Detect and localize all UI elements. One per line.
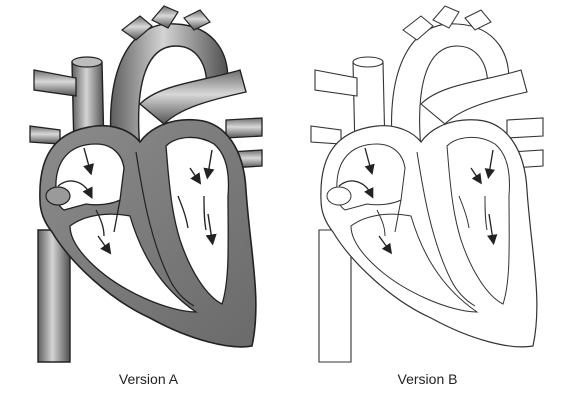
- heart-illustration-shaded: [0, 0, 281, 365]
- coronary-sinus: [327, 187, 351, 205]
- heart-diagram-version-a: Version A: [0, 0, 281, 393]
- heart-illustration-outline: [281, 0, 562, 365]
- pulmonary-vein-lower-left: [30, 126, 60, 144]
- pulmonary-trunk: [140, 70, 246, 124]
- superior-vena-cava-opening: [353, 57, 383, 67]
- pulmonary-vein-upper-right: [226, 118, 262, 138]
- version-a-caption: Version A: [8, 371, 289, 387]
- pulmonary-vein-lower-left: [311, 126, 341, 144]
- heart-diagram-version-b: Version B: [281, 0, 562, 393]
- pulmonary-trunk: [421, 70, 527, 124]
- pulmonary-vein-upper-left: [34, 70, 76, 96]
- pulmonary-vein-upper-right: [507, 118, 543, 138]
- pulmonary-vein-upper-left: [315, 70, 357, 96]
- superior-vena-cava-opening: [72, 57, 102, 67]
- version-b-caption: Version B: [287, 371, 562, 387]
- coronary-sinus: [46, 187, 70, 205]
